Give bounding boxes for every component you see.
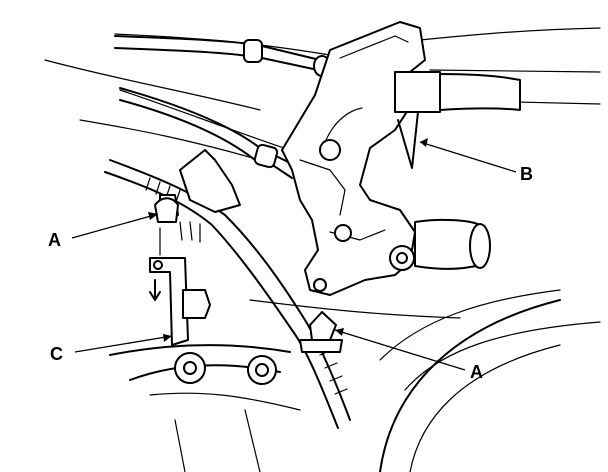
upper-clip-bracket xyxy=(154,149,241,243)
select-cable xyxy=(119,87,297,179)
upper-shift-cable xyxy=(114,35,331,77)
l-bracket-c xyxy=(149,227,211,346)
callout-a-lower: A xyxy=(470,362,483,382)
transmission-bracket xyxy=(281,21,521,296)
leader-lines xyxy=(71,138,517,371)
transmission-case xyxy=(109,299,561,472)
lower-clip xyxy=(299,311,343,353)
callout-c: C xyxy=(50,344,63,364)
callout-a-upper: A xyxy=(48,230,61,250)
background-sweep-lines xyxy=(44,27,601,391)
callout-b: B xyxy=(520,164,533,184)
